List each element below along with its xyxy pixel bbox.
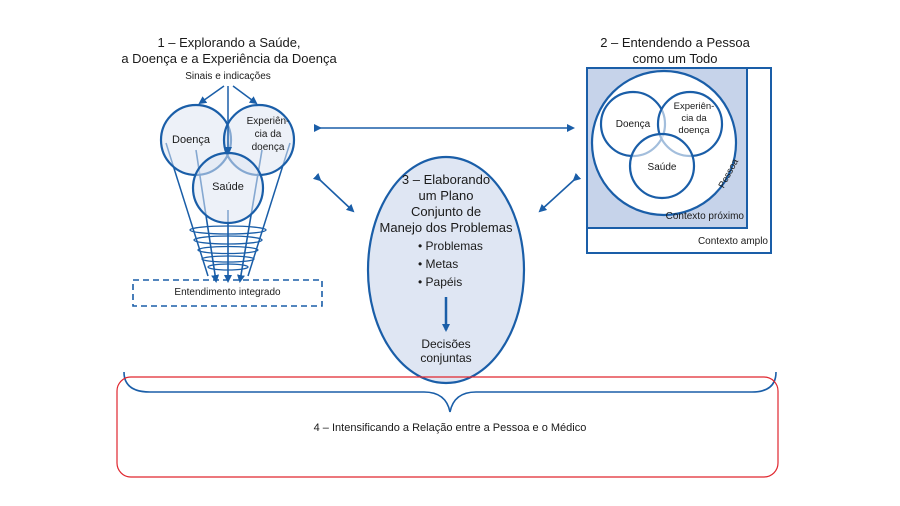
section4-title: 4 – Intensificando a Relação entre a Pes…: [313, 422, 587, 434]
decisions-line2: conjuntas: [420, 351, 472, 365]
section3-plan: [366, 155, 526, 385]
bullet-metas: • Metas: [418, 257, 459, 271]
plan-oval: [366, 155, 526, 385]
circle-saude-2-label: Saúde: [647, 162, 677, 173]
circle-experiencia-2-label-1: Experiên-: [673, 101, 715, 112]
bullet-problemas: • Problemas: [418, 239, 483, 253]
circle-experiencia-2-label-3: doença: [678, 125, 710, 136]
section2-title-line2: como um Todo: [632, 51, 718, 66]
integrated-label: Entendimento integrado: [174, 287, 281, 298]
arrow-section2-section3: [538, 173, 582, 213]
signals-label: Sinais e indicações: [185, 71, 271, 82]
wide-context-label: Contexto amplo: [697, 236, 768, 247]
circle-saude-label: Saúde: [212, 181, 244, 193]
circle-experiencia-label-1: Experiên-: [246, 116, 290, 127]
section3-title-line1: 3 – Elaborando: [401, 172, 491, 187]
curly-brace: [123, 371, 777, 413]
circle-experiencia-2-label-2: cia da: [681, 113, 707, 124]
arrow-section1-section3: [312, 172, 355, 213]
section1-funnel: [132, 85, 323, 307]
section2-person: [586, 67, 772, 254]
section3-title-line4: Manejo dos Problemas: [379, 220, 513, 235]
circle-saude-2: [628, 132, 696, 200]
circle-experiencia-label-2: cia da: [254, 129, 282, 140]
circle-experiencia-label-3: doença: [251, 142, 285, 153]
circle-doenca-label: Doença: [172, 134, 210, 146]
bullet-papeis: • Papéis: [418, 275, 463, 289]
relation-box: [116, 376, 779, 478]
section2-title-line1: 2 – Entendendo a Pessoa: [600, 35, 750, 50]
near-context-label: Contexto próximo: [665, 211, 744, 222]
section4-relation: [116, 371, 779, 478]
section1-title-line2: a Doença e a Experiência da Doença: [121, 51, 337, 66]
arrow-signal-1: [198, 85, 225, 105]
section3-title-line3: Conjunto de: [410, 204, 482, 219]
integrated-box: [132, 279, 323, 307]
arrow-signal-3: [232, 85, 258, 105]
section3-title-line2: um Plano: [418, 188, 474, 203]
decisions-line1: Decisões: [421, 337, 471, 351]
section1-title-line1: 1 – Explorando a Saúde,: [157, 35, 301, 50]
circle-doenca-2-label: Doença: [615, 119, 651, 130]
